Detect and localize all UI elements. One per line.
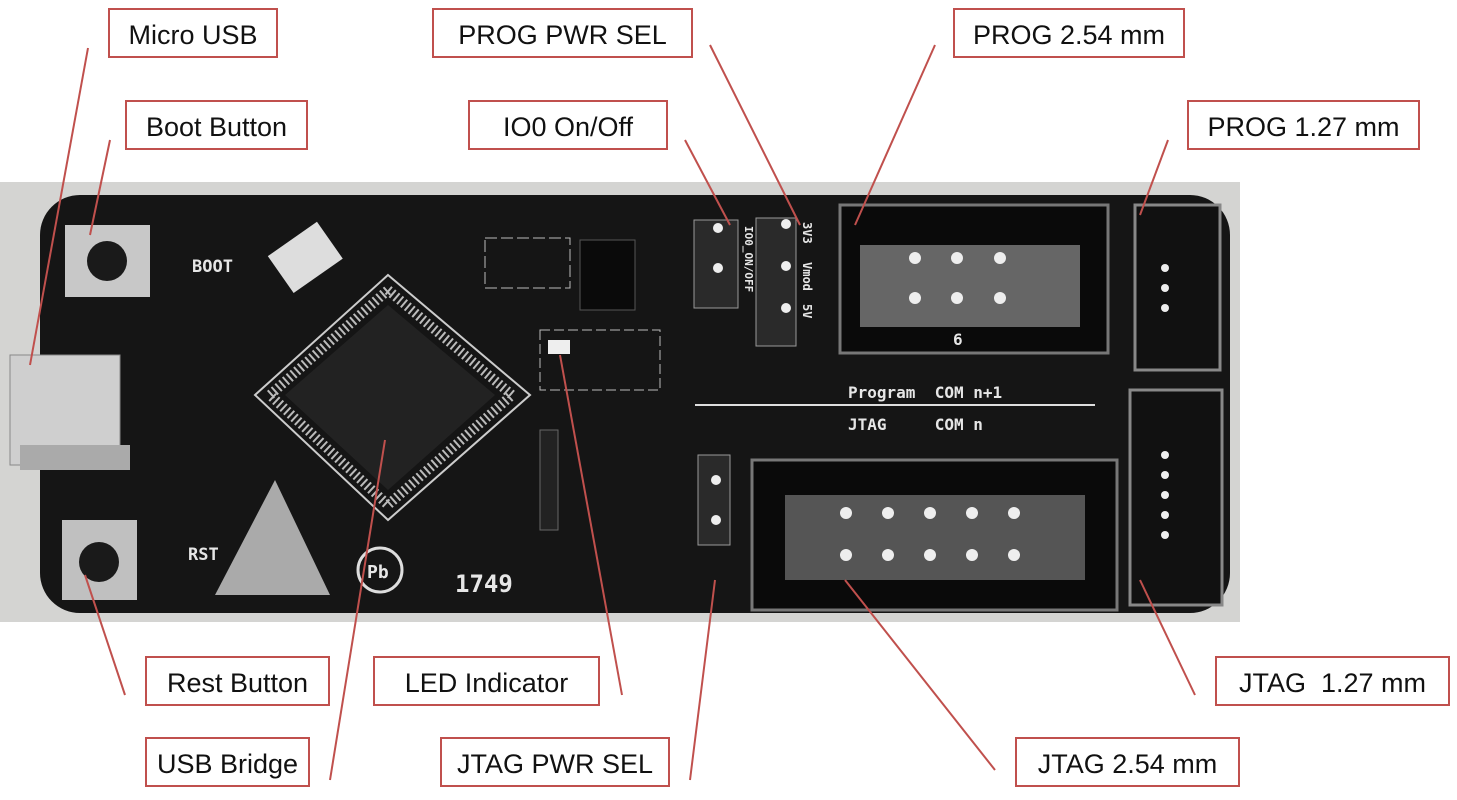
prog-1-27-header [1133,203,1222,372]
esd-logo [215,480,330,595]
leader-prog-pwr-sel [709,44,801,226]
jtag-pwr-jumper [697,454,731,546]
led [548,340,570,354]
label-prog-2-54: PROG 2.54 mm [953,8,1185,58]
micro-usb-shell [20,445,130,470]
silk-pb: Pb [367,562,389,583]
label-rest-button: Rest Button [145,656,330,706]
prog-2-54-header [838,203,1110,355]
leader-usb-bridge [329,439,386,781]
silk-date-code: 1749 [455,570,513,598]
silk-3v3: 3V3 [800,222,814,244]
prog-pwr-jumper [755,217,797,347]
label-jtag-2-54: JTAG 2.54 mm [1015,737,1240,787]
pb-free-logo [356,546,404,594]
silk-5v: 5V [800,304,814,318]
label-boot-button: Boot Button [125,100,308,150]
label-io0-on-off: IO0 On/Off [468,100,668,150]
jtag-2-54-header [750,458,1119,612]
led-resistors [539,329,661,391]
leader-micro-usb [29,47,89,366]
label-prog-1-27: PROG 1.27 mm [1187,100,1420,150]
silk-vmod: Vmod [800,262,814,291]
silk-jtag-com: JTAG COM n [848,415,983,434]
silk-pin-mark: 6 [953,330,963,349]
boot-button [65,225,150,297]
leader-lines [29,44,1196,781]
io0-jumper [693,219,739,309]
resistor-array [484,237,571,289]
label-led-indicator: LED Indicator [373,656,600,706]
leader-rest-button [84,574,126,696]
leader-prog-2-54 [854,44,936,226]
leader-led [559,354,623,696]
usb-bridge-chip [253,273,532,522]
reset-button [62,520,137,600]
jtag-1-27-header [1128,388,1224,607]
label-jtag-pwr-sel: JTAG PWR SEL [440,737,670,787]
crystal [267,221,343,294]
leader-jtag-pwr-sel [689,579,716,781]
leader-boot-button [89,139,111,236]
label-prog-pwr-sel: PROG PWR SEL [432,8,693,58]
diode [539,429,559,531]
silk-program-com: Program COM n+1 [848,383,1002,402]
silk-io0: IO0_ON/OFF [742,226,755,292]
leader-prog-1-27 [1139,139,1169,216]
leader-jtag-1-27 [1139,579,1196,696]
leader-jtag-2-54 [844,579,996,771]
ic-regulator [579,239,636,311]
silk-boot: BOOT [192,257,233,277]
label-jtag-1-27: JTAG 1.27 mm [1215,656,1450,706]
label-usb-bridge: USB Bridge [145,737,310,787]
silk-rst: RST [188,545,219,565]
label-micro-usb: Micro USB [108,8,278,58]
leader-io0 [684,139,731,226]
